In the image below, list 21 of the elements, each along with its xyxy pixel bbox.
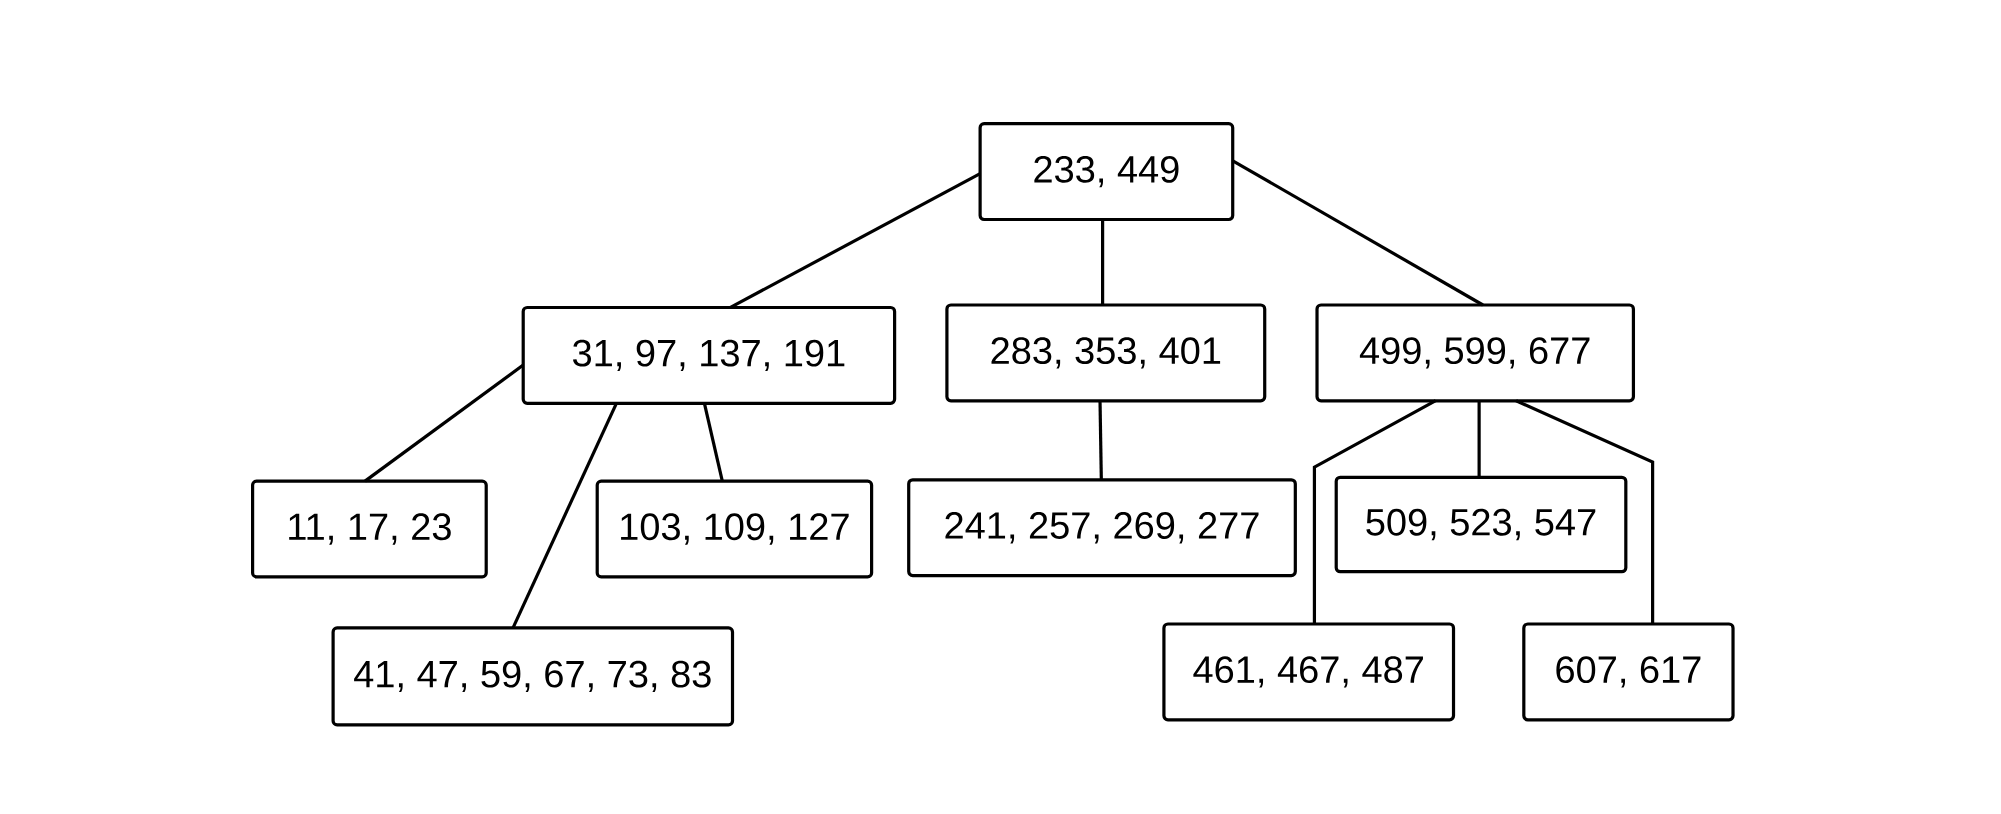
tree-link — [1515, 399, 1655, 624]
key-box: 509, 523, 547 — [1334, 475, 1628, 574]
tree-link — [1232, 159, 1484, 307]
tree-link — [364, 363, 525, 483]
tree-link — [702, 402, 724, 482]
tree-link — [1477, 400, 1481, 478]
key-box: 241, 257, 269, 277 — [907, 478, 1297, 578]
key-box: 461, 467, 487 — [1162, 622, 1456, 722]
key-box: 41, 47, 59, 67, 73, 83 — [331, 626, 735, 727]
key-box: 103, 109, 127 — [595, 479, 874, 579]
key-box: 31, 97, 137, 191 — [521, 305, 897, 405]
key-box: 283, 353, 401 — [945, 303, 1267, 403]
tree-link — [729, 172, 981, 309]
key-box: 233, 449 — [978, 122, 1235, 222]
key-box: 607, 617 — [1522, 622, 1735, 722]
tree-link — [1098, 400, 1103, 480]
key-box: 11, 17, 23 — [251, 479, 488, 579]
tree-link — [511, 402, 618, 629]
key-box: 499, 599, 677 — [1315, 303, 1635, 403]
tree-link — [1101, 219, 1105, 305]
tree-link — [1312, 399, 1437, 624]
